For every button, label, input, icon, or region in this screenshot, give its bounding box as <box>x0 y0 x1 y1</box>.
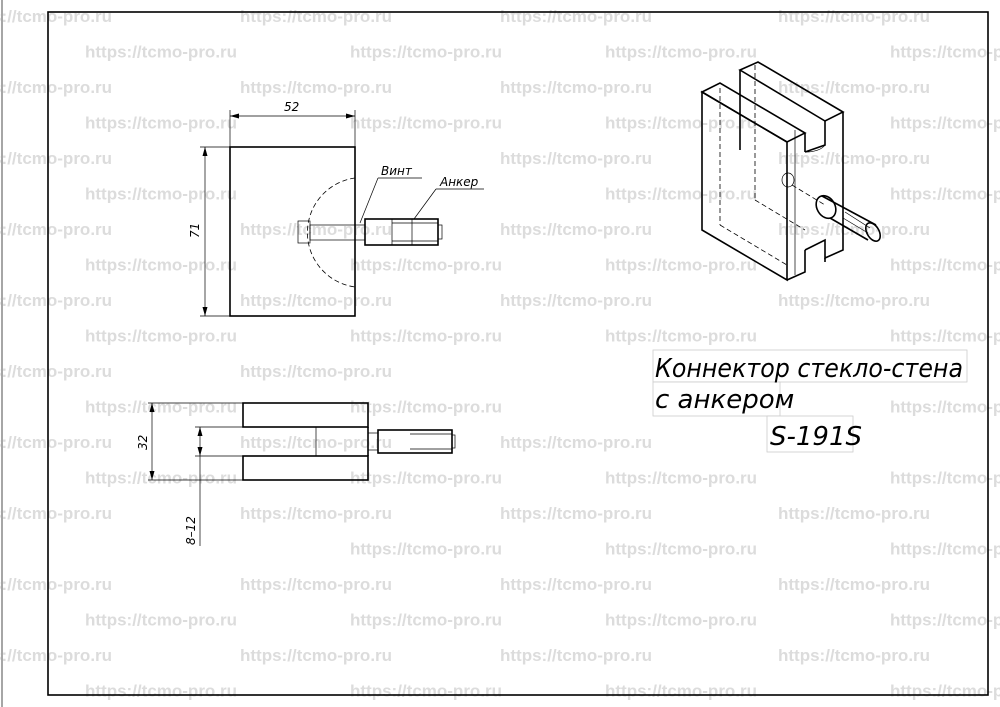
watermark-text: https://tcmo-pro.ru <box>778 575 930 594</box>
watermark-text: https://tcmo-pro.ru <box>350 540 502 559</box>
dimension-height: 71 <box>188 223 202 238</box>
title-line-1: Коннектор стекло-стена <box>655 354 963 384</box>
watermark-text: https://tcmo-pro.ru <box>500 78 652 97</box>
watermark-text: https://tcmo-pro.ru <box>605 540 757 559</box>
watermark-text: https://tcmo-pro.ru <box>85 43 237 62</box>
watermark-text: https://tcmo-pro.ru <box>85 398 237 417</box>
watermark-text: https://tcmo-pro.ru <box>890 114 1000 133</box>
watermark-text: https://tcmo-pro.ru <box>500 291 652 310</box>
watermark-text: https://tcmo-pro.ru <box>85 256 237 275</box>
watermark-text: https://tcmo-pro.ru <box>85 682 237 701</box>
drawing-frame <box>47 11 989 696</box>
watermark-text: https://tcmo-pro.ru <box>605 469 757 488</box>
product-code: S-191S <box>770 422 862 452</box>
watermark-text: https://tcmo-pro.ru <box>500 7 652 26</box>
watermark-text: https://tcmo-pro.ru <box>240 362 392 381</box>
watermark-text: https://tcmo-pro.ru <box>0 433 112 452</box>
watermark-text: https://tcmo-pro.ru <box>85 114 237 133</box>
watermark-text: https://tcmo-pro.ru <box>240 291 392 310</box>
watermark-text: https://tcmo-pro.ru <box>500 646 652 665</box>
watermark-text: https://tcmo-pro.ru <box>240 646 392 665</box>
watermark-text: https://tcmo-pro.ru <box>890 398 1000 417</box>
watermark-text: https://tcmo-pro.ru <box>500 575 652 594</box>
leader-anchor <box>413 188 437 220</box>
watermark-text: https://tcmo-pro.ru <box>778 7 930 26</box>
watermark-text: https://tcmo-pro.ru <box>605 43 757 62</box>
watermark-text: https://tcmo-pro.ru <box>605 682 757 701</box>
watermark-text: https://tcmo-pro.ru <box>605 185 757 204</box>
watermark-text: https://tcmo-pro.ru <box>350 682 502 701</box>
watermark-text: https://tcmo-pro.ru <box>605 327 757 346</box>
watermark-text: https://tcmo-pro.ru <box>500 504 652 523</box>
watermark-text: https://tcmo-pro.ru <box>0 646 112 665</box>
dimension-glass-thickness: 8–12 <box>184 516 198 545</box>
watermark-text: https://tcmo-pro.ru <box>0 220 112 239</box>
watermark-text: https://tcmo-pro.ru <box>778 78 930 97</box>
watermark-text: https://tcmo-pro.ru <box>605 256 757 275</box>
watermark-text: https://tcmo-pro.ru <box>778 291 930 310</box>
watermark-text: https://tcmo-pro.ru <box>0 149 112 168</box>
watermark-text: https://tcmo-pro.ru <box>240 504 392 523</box>
watermark-text: https://tcmo-pro.ru <box>778 220 930 239</box>
leader-screw <box>359 177 379 224</box>
watermark-text: https://tcmo-pro.ru <box>240 7 392 26</box>
watermark-text: https://tcmo-pro.ru <box>85 327 237 346</box>
label-screw: Винт <box>381 164 413 178</box>
dimension-side-height: 32 <box>136 435 150 450</box>
watermark-text: https://tcmo-pro.ru <box>778 646 930 665</box>
watermark-text: https://tcmo-pro.ru <box>0 362 112 381</box>
watermark-text: https://tcmo-pro.ru <box>778 504 930 523</box>
watermark-text: https://tcmo-pro.ru <box>0 575 112 594</box>
watermark-text: https://tcmo-pro.ru <box>0 504 112 523</box>
watermark-text: https://tcmo-pro.ru <box>605 114 757 133</box>
watermark-text: https://tcmo-pro.ru <box>890 185 1000 204</box>
watermark-text: https://tcmo-pro.ru <box>500 433 652 452</box>
watermark-text: https://tcmo-pro.ru <box>890 43 1000 62</box>
isometric-view <box>700 61 882 282</box>
watermark-text: https://tcmo-pro.ru <box>0 7 112 26</box>
title-line-2: с анкером <box>655 385 794 415</box>
watermark-text: https://tcmo-pro.ru <box>500 149 652 168</box>
watermark-text: https://tcmo-pro.ru <box>605 611 757 630</box>
watermark-text: https://tcmo-pro.ru <box>890 682 1000 701</box>
watermark-text: https://tcmo-pro.ru <box>350 256 502 275</box>
watermark-text: https://tcmo-pro.ru <box>350 611 502 630</box>
watermark-text: https://tcmo-pro.ru <box>350 114 502 133</box>
watermark-text: https://tcmo-pro.ru <box>890 256 1000 275</box>
watermark-text: https://tcmo-pro.ru <box>890 469 1000 488</box>
watermark-text: https://tcmo-pro.ru <box>0 291 112 310</box>
watermark-text: https://tcmo-pro.ru <box>890 611 1000 630</box>
watermark-text: https://tcmo-pro.ru <box>240 575 392 594</box>
side-view: 32 8–12 <box>136 402 456 546</box>
watermark-text: https://tcmo-pro.ru <box>0 78 112 97</box>
watermark-text: https://tcmo-pro.ru <box>890 327 1000 346</box>
watermark-text: https://tcmo-pro.ru <box>85 611 237 630</box>
watermark-text: https://tcmo-pro.ru <box>778 149 930 168</box>
label-anchor: Анкер <box>439 175 479 189</box>
title-block: Коннектор стекло-стена с анкером S-191S <box>652 349 968 453</box>
watermark-text: https://tcmo-pro.ru <box>240 78 392 97</box>
watermark-text: https://tcmo-pro.ru <box>240 220 392 239</box>
top-view: 52 71 Винт Анкер <box>188 100 484 317</box>
watermark-text: https://tcmo-pro.ru <box>85 469 237 488</box>
watermark-text: https://tcmo-pro.ru <box>500 220 652 239</box>
watermark-text: https://tcmo-pro.ru <box>350 469 502 488</box>
watermark-text: https://tcmo-pro.ru <box>890 540 1000 559</box>
watermark-text: https://tcmo-pro.ru <box>350 398 502 417</box>
glass-clamp-body <box>229 146 356 317</box>
anchor-iso <box>815 194 837 220</box>
watermark-text: https://tcmo-pro.ru <box>350 327 502 346</box>
dimension-width: 52 <box>284 100 299 114</box>
watermark-text: https://tcmo-pro.ru <box>350 43 502 62</box>
watermark-text: https://tcmo-pro.ru <box>85 185 237 204</box>
